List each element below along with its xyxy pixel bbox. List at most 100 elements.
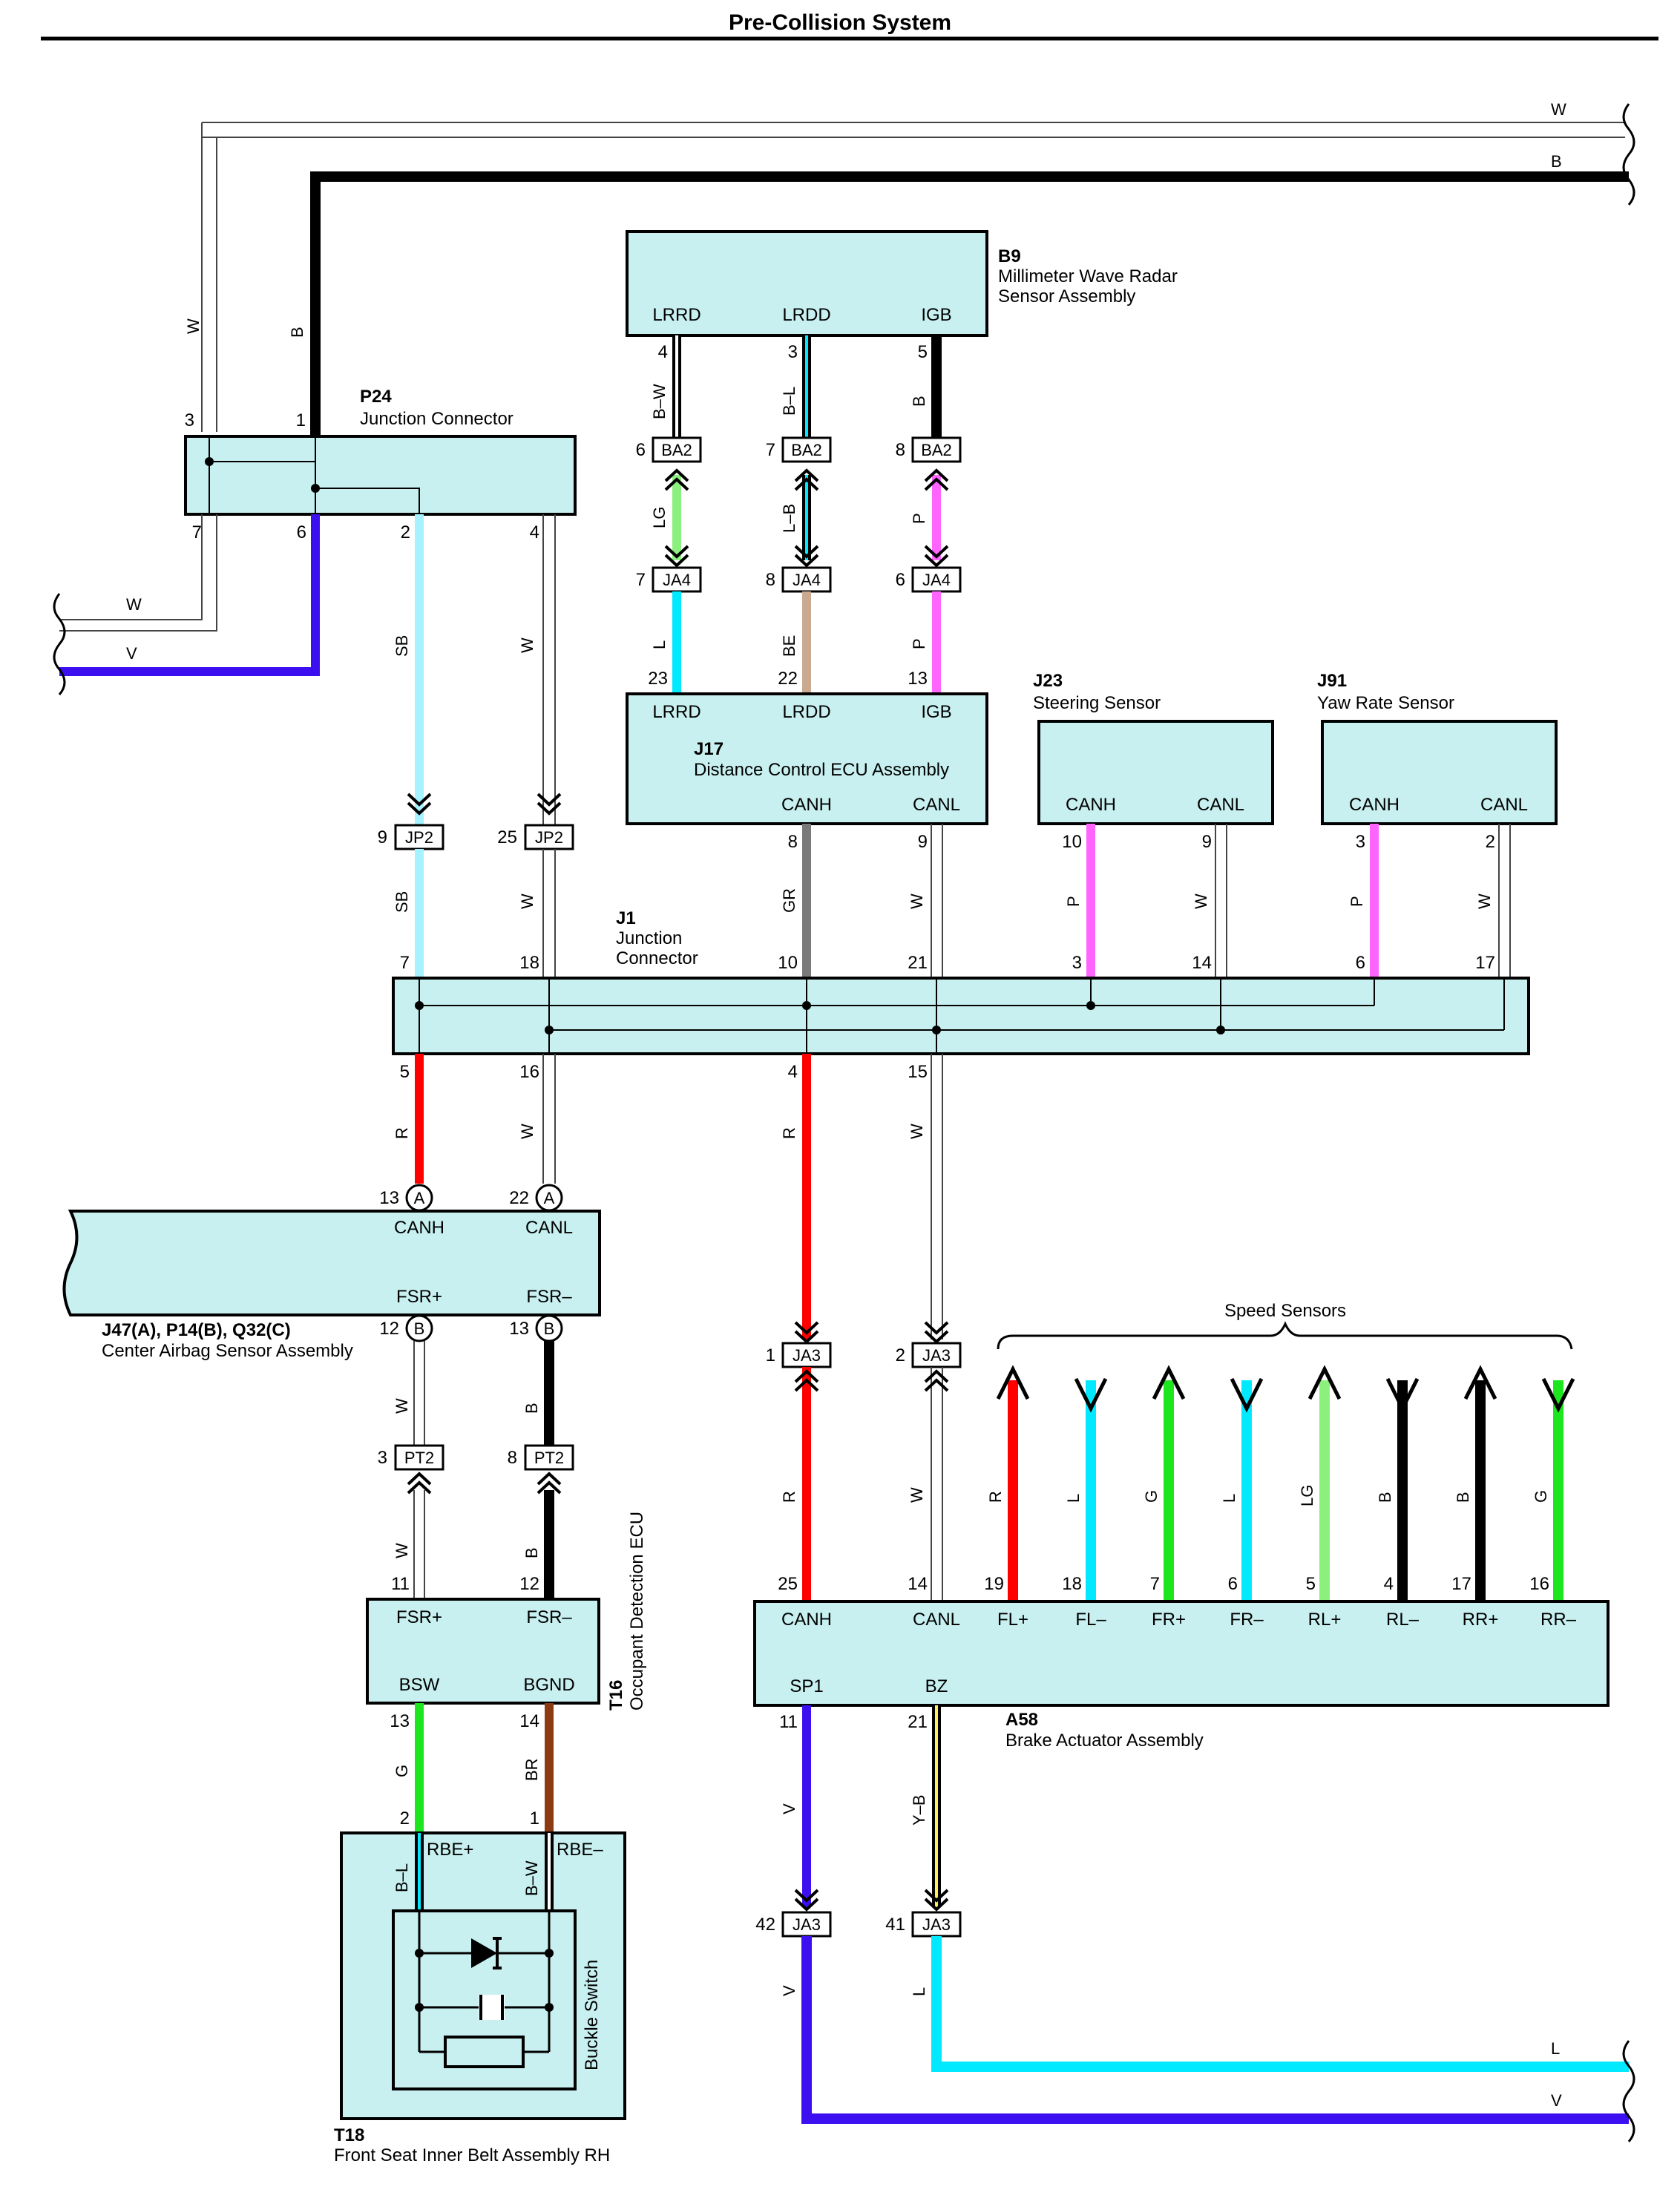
wire-label-ja3-v: V <box>780 1985 798 1996</box>
ba2-num-6: 6 <box>636 440 646 460</box>
p24-pin-3: 3 <box>185 410 194 430</box>
ja3-top-label-2: JA3 <box>922 1346 951 1365</box>
wire-label-j91-w: W <box>1475 893 1494 909</box>
j47-pin-fsr-plus: FSR+ <box>396 1287 442 1307</box>
t16-id: T16 <box>606 1680 626 1711</box>
j1-num-14: 14 <box>1192 953 1212 973</box>
j17-pin-igb: IGB <box>921 702 951 722</box>
wire-label-j1-w2: W <box>908 1124 926 1139</box>
chevrons-ja3-a58 <box>794 1369 949 1392</box>
j23-pin-canl: CANL <box>1197 795 1244 815</box>
ja4-num-6: 6 <box>896 570 905 590</box>
wire-pt2-w <box>413 1490 425 1599</box>
wire-top-b <box>310 171 1629 438</box>
t16-num-11: 11 <box>391 1574 410 1594</box>
b9-pin-lrdd: LRDD <box>782 305 830 325</box>
chevrons-j1-ja3 <box>794 1321 949 1344</box>
wire-label-t16-br: BR <box>522 1758 541 1781</box>
t18-pin-rbe-minus: RBE– <box>557 1840 603 1860</box>
wire-j23-w <box>1215 824 1227 978</box>
pt2-label-1: PT2 <box>404 1449 434 1467</box>
p24-name: Junction Connector <box>360 409 513 429</box>
a58-num-6: 6 <box>1228 1574 1238 1594</box>
t16-occupant-ecu-box <box>366 1598 600 1705</box>
a58-pin-fl-plus: FL+ <box>997 1610 1028 1630</box>
j17-num-22: 22 <box>778 669 798 689</box>
b9-name-1: Millimeter Wave Radar <box>998 266 1178 286</box>
wire-label-ja4-l: L <box>650 640 669 649</box>
j47-circle-a2-label: A <box>544 1189 555 1207</box>
p24-pin-2: 2 <box>401 522 410 542</box>
j1-num-17: 17 <box>1475 953 1495 973</box>
j1-name-2: Connector <box>616 948 698 968</box>
wire-label-ja3-r: R <box>780 1491 798 1503</box>
j1-num-16: 16 <box>519 1062 539 1082</box>
chevrons-pt2 <box>407 1472 562 1495</box>
j23-pin-canh: CANH <box>1066 795 1116 815</box>
jp2-num-9: 9 <box>378 827 387 847</box>
a58-pin-bz: BZ <box>925 1676 948 1696</box>
j23-num-9: 9 <box>1202 832 1212 852</box>
ja3-top-tag-1 <box>781 1342 832 1368</box>
j47-name: Center Airbag Sensor Assembly <box>102 1341 353 1361</box>
wire-fsr-w <box>413 1341 425 1451</box>
wire-label-ss-6: B <box>1376 1492 1394 1503</box>
wire-label-b9-bw: B–W <box>650 384 669 419</box>
wire-label-ja3-w: W <box>908 1487 926 1503</box>
b9-num-5: 5 <box>918 342 928 362</box>
wire-label-fsr-w: W <box>393 1398 411 1414</box>
a58-brake-actuator-box <box>753 1600 1610 1707</box>
a58-num-16: 16 <box>1529 1574 1549 1594</box>
ja3-bot-tag-1 <box>781 1911 832 1938</box>
wire-label-j23-p: P <box>1064 896 1083 907</box>
pt2-num-3: 3 <box>378 1448 387 1468</box>
speed-sensors-bracket <box>997 1321 1573 1350</box>
ja4-num-7: 7 <box>636 570 646 590</box>
b9-id: B9 <box>998 246 1021 266</box>
b9-name-2: Sensor Assembly <box>998 286 1135 306</box>
wire-label-a58-v: V <box>780 1803 798 1814</box>
wire-left-v <box>59 514 320 676</box>
jp2-tag-1 <box>394 824 444 850</box>
a58-pin-rl-plus: RL+ <box>1308 1610 1342 1630</box>
a58-name: Brake Actuator Assembly <box>1005 1731 1204 1751</box>
wire-label-t18-bl: B–L <box>393 1863 411 1892</box>
ba2-num-7: 7 <box>766 440 775 460</box>
j17-pin-lrdd: LRDD <box>782 702 830 722</box>
a58-num-4: 4 <box>1384 1574 1394 1594</box>
wire-label-top-b: B <box>1551 152 1562 171</box>
j17-pin-canh: CANH <box>781 795 832 815</box>
j1-num-21: 21 <box>908 953 928 973</box>
j1-num-6: 6 <box>1356 953 1365 973</box>
ja4-num-8: 8 <box>766 570 775 590</box>
j47-circle-a1-label: A <box>414 1189 425 1207</box>
a58-num-11: 11 <box>779 1712 798 1732</box>
a58-pin-rr-plus: RR+ <box>1463 1610 1499 1630</box>
ja3-top-label-1: JA3 <box>793 1346 821 1365</box>
a58-pin-fr-minus: FR– <box>1230 1610 1264 1630</box>
wire-ja3-w <box>931 1367 943 1601</box>
chevrons-jp2 <box>407 793 562 816</box>
ja4-label-3: JA4 <box>922 571 951 589</box>
ba2-tag-1 <box>652 436 702 463</box>
j17-num-13: 13 <box>908 669 928 689</box>
wire-label-ja4-p: P <box>910 638 928 649</box>
ja4-label-2: JA4 <box>793 571 821 589</box>
t18-num-2: 2 <box>400 1808 410 1829</box>
pt2-label-2: PT2 <box>534 1449 564 1467</box>
wire-label-ss-8: G <box>1532 1490 1550 1503</box>
ja3-top-num-1: 1 <box>766 1345 775 1365</box>
j91-id: J91 <box>1317 671 1347 691</box>
t16-pin-fsr-plus: FSR+ <box>396 1607 442 1627</box>
wire-label-ss-3: G <box>1142 1490 1161 1503</box>
t18-id: T18 <box>334 2125 364 2145</box>
wire-j91-w <box>1498 824 1511 978</box>
j1-num-7: 7 <box>400 953 410 973</box>
ja3-bot-label-2: JA3 <box>922 1915 951 1934</box>
j17-name: Distance Control ECU Assembly <box>694 760 949 780</box>
t18-pin-rbe-plus: RBE+ <box>427 1840 473 1860</box>
page-title: Pre-Collision System <box>729 10 951 35</box>
j17-pin-lrrd: LRRD <box>652 702 700 722</box>
jp2-num-25: 25 <box>497 827 517 847</box>
